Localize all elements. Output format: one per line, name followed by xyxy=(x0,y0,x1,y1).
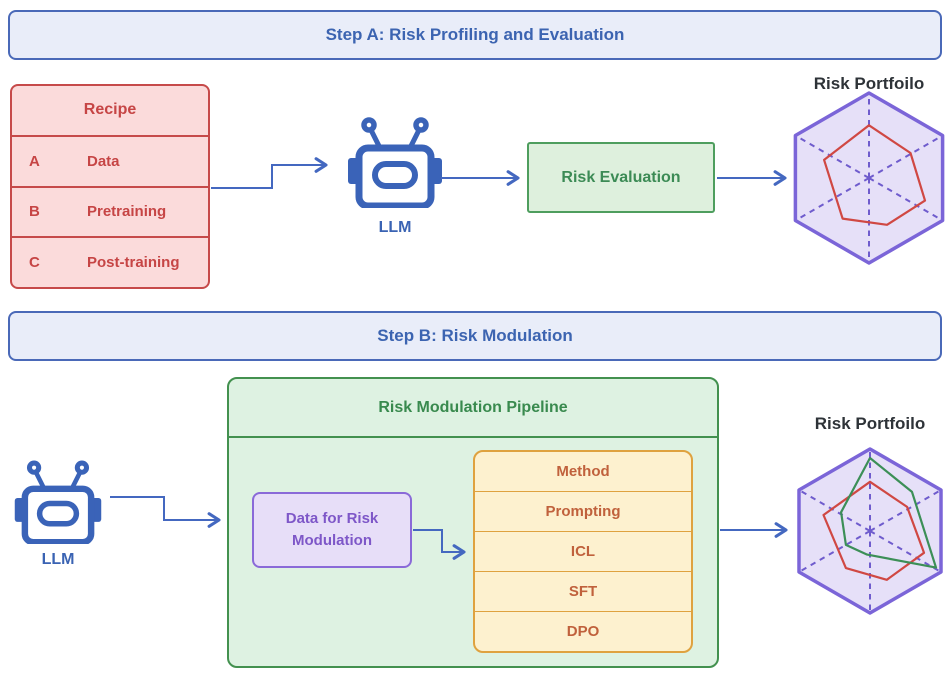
table-row: B Pretraining xyxy=(12,185,208,237)
radar-series-risk-after-modulation xyxy=(839,456,938,569)
risk-evaluation-box: Risk Evaluation xyxy=(527,142,715,213)
row-key: B xyxy=(29,203,40,221)
pipeline-divider xyxy=(229,436,717,438)
row-key: A xyxy=(29,152,40,170)
table-row: A Data xyxy=(12,134,208,186)
arrow-llm-to-pipeline xyxy=(110,496,221,528)
radar-series-risk-profile xyxy=(822,124,927,226)
table-row: SFT xyxy=(475,571,691,611)
table-row: DPO xyxy=(475,611,691,651)
llm-label: LLM xyxy=(378,219,412,236)
row-label: Pretraining xyxy=(87,203,167,221)
step-a-banner-label: Step A: Risk Profiling and Evaluation xyxy=(325,25,625,44)
table-row: Prompting xyxy=(475,491,691,531)
llm-robot-icon xyxy=(14,460,102,544)
step-b-banner-label: Step B: Risk Modulation xyxy=(377,326,573,345)
risk-portfolio-radar-a xyxy=(793,91,945,265)
recipe-table: Recipe A Data B Pretraining C Post-train… xyxy=(10,84,210,289)
row-label: Post-training xyxy=(87,254,180,272)
step-a-banner: Step A: Risk Profiling and Evaluation xyxy=(8,10,942,60)
recipe-header: Recipe xyxy=(12,86,208,135)
arrow-recipe-to-llm xyxy=(211,157,328,189)
step-b-banner: Step B: Risk Modulation xyxy=(8,311,942,361)
data-for-risk-modulation-box: Data for Risk Modulation xyxy=(252,492,412,568)
pipeline-title: Risk Modulation Pipeline xyxy=(378,398,568,416)
radar-series-risk-before-modulation xyxy=(822,480,926,581)
llm-label: LLM xyxy=(41,551,75,568)
table-row: C Post-training xyxy=(12,236,208,287)
method-table: Method Prompting ICL SFT DPO xyxy=(473,450,693,653)
method-header: Method xyxy=(556,463,610,480)
llm-robot-icon xyxy=(348,117,442,208)
row-key: C xyxy=(29,254,40,272)
recipe-header-label: Recipe xyxy=(83,101,137,119)
risk-evaluation-label: Risk Evaluation xyxy=(561,168,681,186)
table-row: ICL xyxy=(475,531,691,571)
risk-portfolio-radar-b xyxy=(797,447,943,615)
risk-portfolio-title-a: Risk Portfoilo xyxy=(813,74,925,93)
risk-portfolio-title-b: Risk Portfoilo xyxy=(814,414,926,433)
row-label: Data xyxy=(87,152,120,170)
data-box-label: Data for Risk Modulation xyxy=(285,510,379,549)
